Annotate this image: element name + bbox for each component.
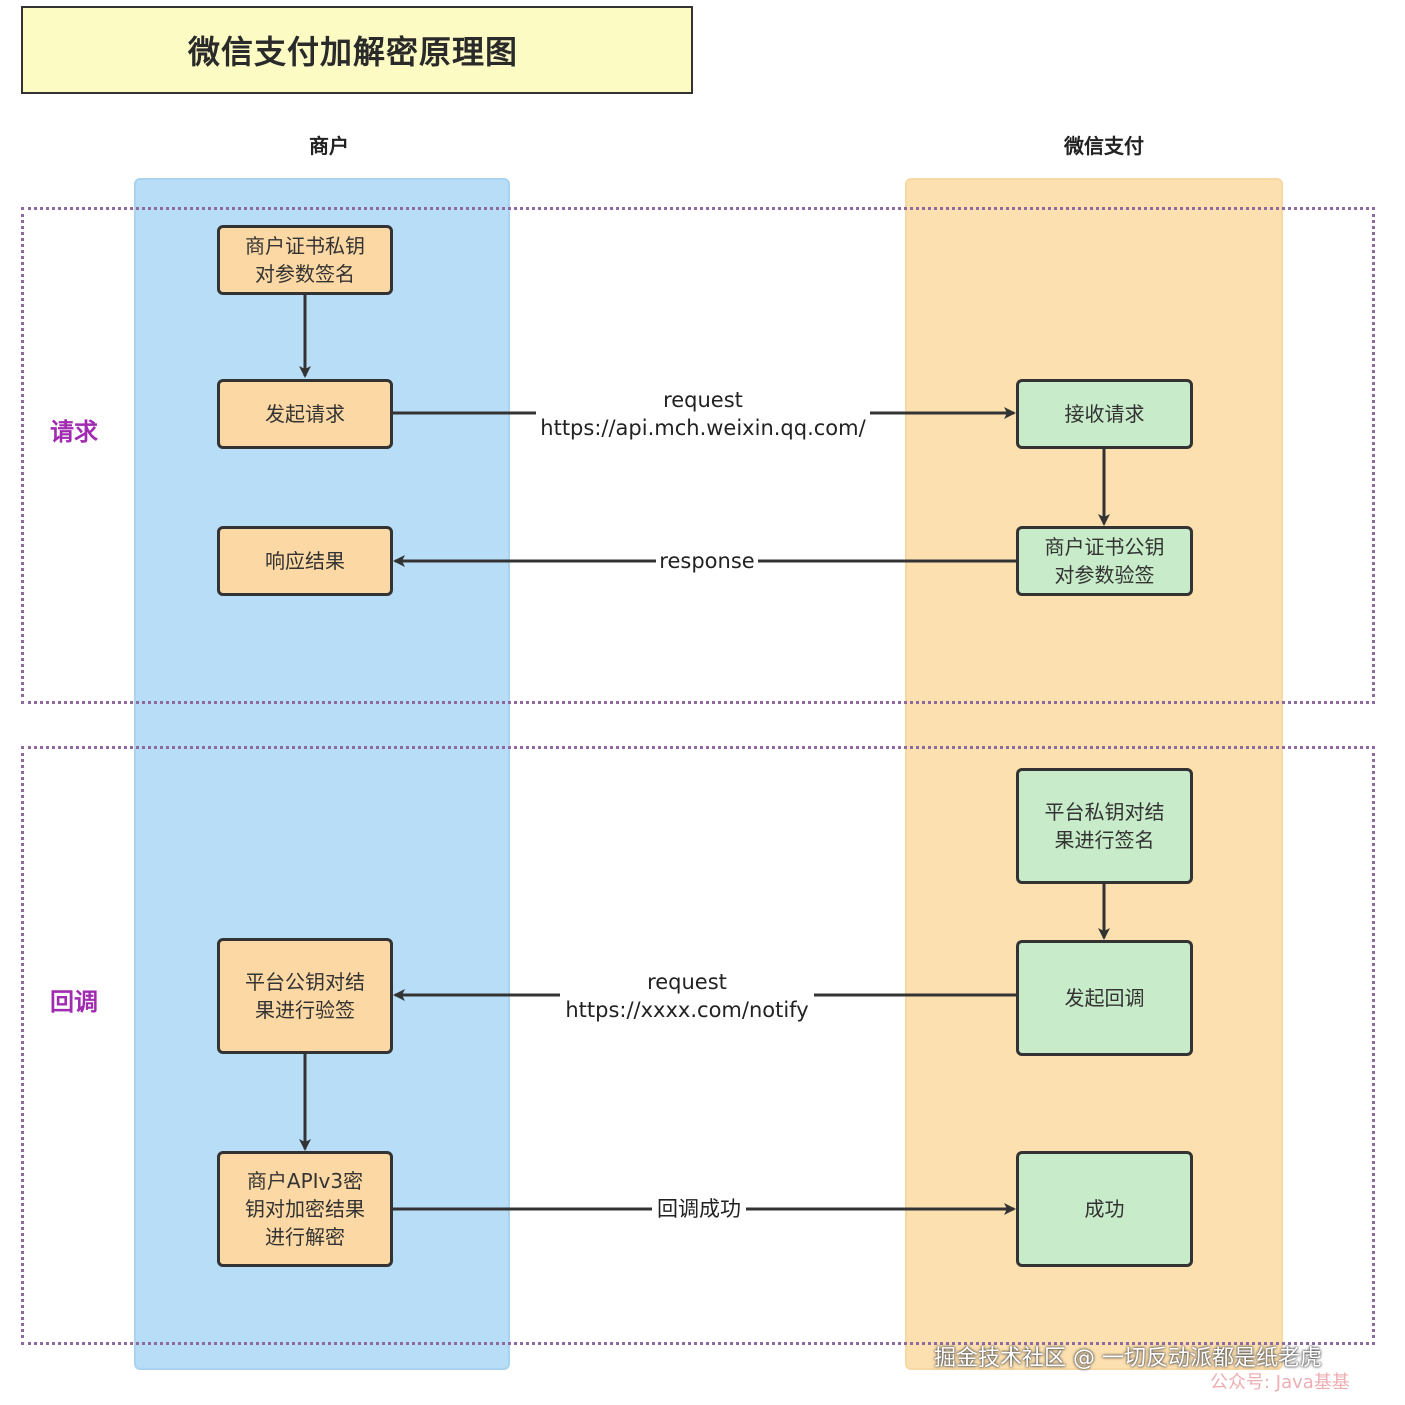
lane-label-merchant: 商户 (309, 134, 349, 158)
watermark-secondary: 公众号: Java基基 (1210, 1372, 1350, 1393)
diagram-title: 微信支付加解密原理图 (187, 33, 518, 71)
section-callback (21, 746, 1375, 1345)
section-label-request: 请求 (50, 418, 98, 446)
box-wechat-verify: 商户证书公钥 对参数验签 (1016, 526, 1193, 596)
box-merchant-platform-verify: 平台公钥对结 果进行验签 (217, 938, 393, 1054)
box-wechat-success: 成功 (1016, 1151, 1193, 1267)
edge-label-notify: request https://xxxx.com/notify (560, 968, 814, 1024)
edge-label-response: response (656, 547, 758, 575)
edge-label-callback-ok: 回调成功 (652, 1195, 746, 1223)
box-merchant-sign: 商户证书私钥 对参数签名 (217, 225, 393, 295)
watermark: 掘金技术社区 @ 一切反动派都是纸老虎 (934, 1346, 1322, 1371)
title-box: 微信支付加解密原理图 (21, 6, 693, 94)
box-wechat-send-callback: 发起回调 (1016, 940, 1193, 1056)
box-merchant-decrypt: 商户APIv3密 钥对加密结果 进行解密 (217, 1151, 393, 1267)
box-merchant-response-result: 响应结果 (217, 526, 393, 596)
box-wechat-platform-sign: 平台私钥对结 果进行签名 (1016, 768, 1193, 884)
edge-label-request: request https://api.mch.weixin.qq.com/ (536, 386, 870, 442)
section-request (21, 207, 1375, 704)
lane-label-wechat: 微信支付 (1064, 134, 1144, 158)
box-wechat-receive: 接收请求 (1016, 379, 1193, 449)
box-merchant-send-request: 发起请求 (217, 379, 393, 449)
section-label-callback: 回调 (50, 988, 98, 1016)
